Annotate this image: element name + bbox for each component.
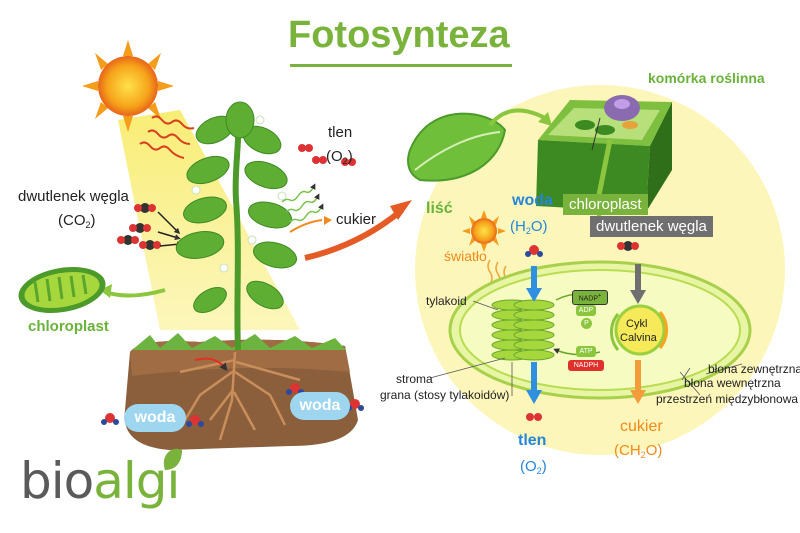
stroma-label: stroma <box>396 372 433 386</box>
co2-label: dwutlenek węgla <box>18 188 129 205</box>
water-h2o-label: woda <box>512 192 553 209</box>
intermembrane-label: przestrzeń międzybłonowa <box>656 392 799 406</box>
page-title: Fotosynteza <box>288 14 510 56</box>
water-h2o-formula: (H2O) <box>510 218 548 236</box>
sun-small-icon <box>462 210 506 252</box>
sugar-bottom-label: cukier <box>620 418 663 435</box>
chloroplast-box: chloroplast <box>563 194 648 215</box>
water-label-right: woda <box>290 392 350 420</box>
o2-molecule-bottom <box>526 413 542 421</box>
co2-formula: (CO2) <box>58 212 96 230</box>
logo-leaf-icon <box>163 448 182 470</box>
co2-molecules <box>117 203 161 250</box>
roots <box>179 351 301 441</box>
atp-badge: ATP <box>576 346 596 357</box>
oxygen-label: tlen <box>328 124 353 141</box>
co2-box: dwutlenek węgla <box>590 216 713 237</box>
chloroplast-detail-icon <box>448 260 752 404</box>
arrow-to-leaf <box>304 207 404 261</box>
nadp-badge: NADP+ <box>572 290 608 306</box>
water-molecule-right <box>525 245 543 257</box>
bioalgi-logo: bioalgi <box>20 452 180 510</box>
oxygen-bottom-formula: (O2) <box>520 458 547 476</box>
calvin-label-2: Calvina <box>620 332 657 344</box>
outer-membrane-label: błona zewnętrzna <box>708 362 800 376</box>
sugar-label: cukier <box>336 211 377 228</box>
nadph-badge: NADPH <box>568 360 604 371</box>
leader-lines <box>429 300 743 396</box>
inner-membrane-label: błona wewnętrzna <box>684 376 781 390</box>
water-label-left: woda <box>124 404 186 432</box>
chloroplast-left-label: chloroplast <box>28 318 109 335</box>
leaf-icon <box>407 112 507 182</box>
o2-wavy-arrows <box>281 183 324 223</box>
light-label: światło <box>444 248 487 264</box>
adp-badge: ADP <box>576 305 596 316</box>
co2-molecule-right <box>617 241 639 251</box>
p-badge: P <box>581 318 592 329</box>
sun-icon <box>82 40 174 132</box>
plant-cell-label: komórka roślinna <box>648 70 765 86</box>
o2-molecules <box>298 144 356 166</box>
thylakoid-label: tylakoid <box>426 294 467 308</box>
title-underline <box>290 64 512 67</box>
plant-icon <box>175 101 297 351</box>
chloroplast-left-icon <box>18 267 106 313</box>
oxygen-formula: (O2) <box>326 148 353 166</box>
sugar-bottom-formula: (CH2O) <box>614 442 663 460</box>
calvin-label-1: Cykl <box>626 318 648 330</box>
oxygen-bottom-label: tlen <box>518 432 547 449</box>
leaf-label: liść <box>426 200 453 217</box>
grana-label: grana (stosy tylakoidów) <box>380 388 510 402</box>
sunray-arrows <box>139 115 195 159</box>
